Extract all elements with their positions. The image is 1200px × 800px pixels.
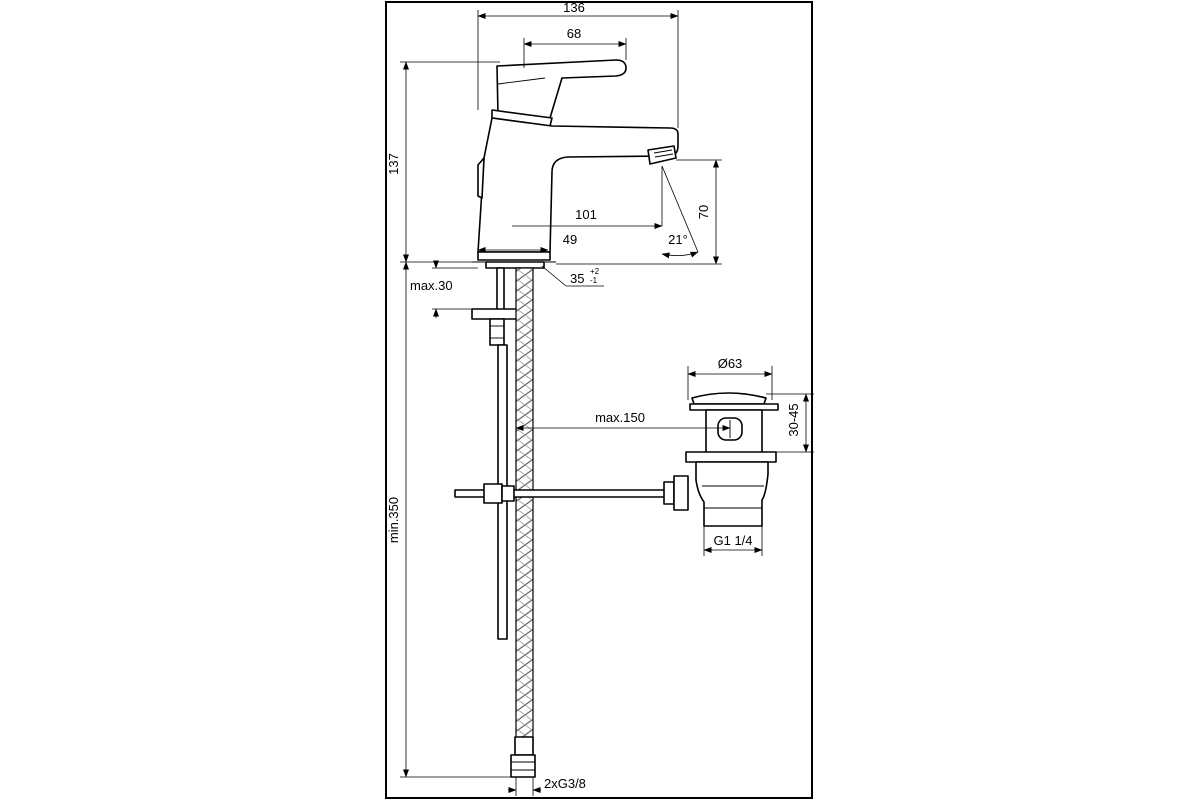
- dim-base-offset: 49: [563, 232, 577, 247]
- dim-waste-diameter: Ø63: [718, 356, 743, 371]
- faucet-body: [472, 59, 679, 269]
- dim-lever-length: 68: [567, 26, 581, 41]
- dim-spout-reach: 101: [575, 207, 597, 222]
- dim-spout-angle: 21°: [668, 232, 688, 247]
- dim-base-tol-lower: -1: [590, 276, 598, 285]
- dim-supply-thread: 2xG3/8: [544, 776, 586, 791]
- dim-base-diameter: 35: [570, 271, 584, 286]
- dim-waste-height: 30-45: [786, 403, 801, 436]
- dimension-lines: [400, 10, 814, 796]
- dim-rod-length: max.150: [595, 410, 645, 425]
- dim-deck-thickness: max.30: [410, 278, 453, 293]
- dim-spout-height: 70: [696, 205, 711, 219]
- waste-valve: [685, 392, 779, 527]
- drawing-frame: [385, 1, 813, 799]
- dim-waste-thread: G1 1/4: [713, 533, 752, 548]
- popup-rod: [454, 475, 689, 511]
- dim-overall-width: 136: [563, 0, 585, 15]
- supply-hose: [515, 267, 534, 747]
- hose-connector: [514, 736, 534, 756]
- dim-supply-length: min.350: [386, 497, 401, 543]
- dim-base-tol-upper: +2: [590, 267, 600, 276]
- dim-height: 137: [386, 153, 401, 175]
